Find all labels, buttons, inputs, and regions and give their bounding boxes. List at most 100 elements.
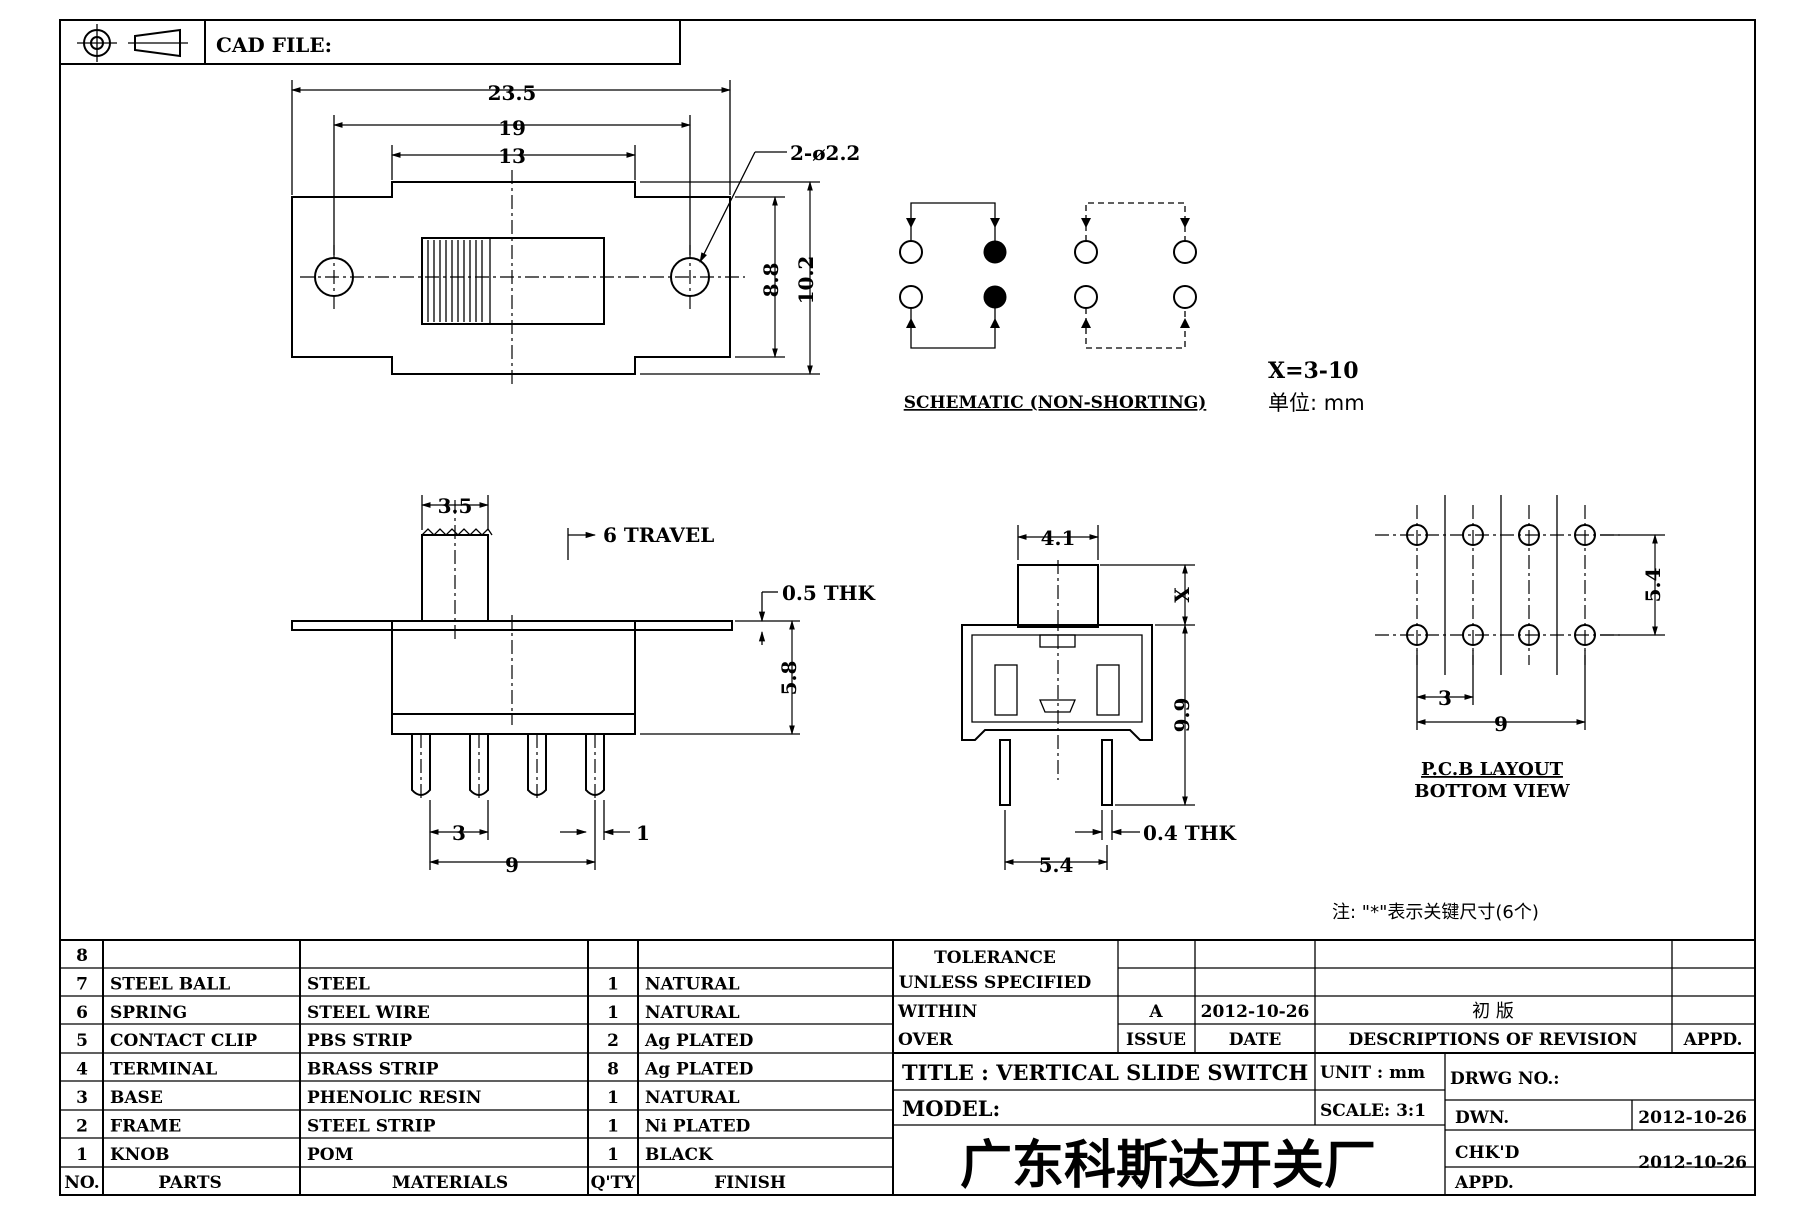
dim-hole-spacing: 19 [498, 116, 526, 140]
side-thickness: 0.5 THK [782, 581, 876, 605]
side-travel: 6 TRAVEL [603, 523, 714, 547]
bom-cell-part: FRAME [110, 1116, 181, 1136]
unless-specified-label: UNLESS SPECIFIED [899, 973, 1092, 993]
bom-cell-part: BASE [110, 1088, 163, 1108]
bom-header-materials: MATERIALS [392, 1173, 508, 1193]
bom-cell-part: TERMINAL [110, 1060, 217, 1080]
end-dim-span: 5.4 [1039, 853, 1074, 877]
drawn-date: 2012-10-26 [1638, 1108, 1747, 1128]
dim-overall-width: 23.5 [488, 81, 537, 105]
bom-cell-qty: 2 [607, 1031, 619, 1051]
bom-cell-qty: 1 [607, 1088, 619, 1108]
scale-field: SCALE: 3:1 [1320, 1101, 1426, 1121]
within-label: WITHIN [897, 1002, 977, 1022]
sheet-border [59, 19, 1756, 1196]
date-label: DATE [1229, 1030, 1282, 1050]
bom-cell-part: KNOB [110, 1145, 170, 1165]
bom-cell-finish: NATURAL [645, 1088, 740, 1108]
end-dim-knob: 4.1 [1041, 526, 1076, 550]
dim-body-width: 13 [498, 144, 526, 168]
bom-cell-material: STEEL [307, 974, 370, 994]
bom-cell-finish: Ag PLATED [644, 1031, 754, 1051]
bom-cell-qty: 8 [607, 1060, 619, 1080]
pcb-dim-pitch: 3 [1438, 686, 1452, 710]
projection-symbol-icon [77, 24, 188, 62]
bom-cell-finish: NATURAL [645, 1003, 740, 1023]
bom-cell-qty: 1 [607, 1116, 619, 1136]
unit-field: UNIT : mm [1320, 1063, 1425, 1083]
bom-cell-finish: Ag PLATED [644, 1060, 754, 1080]
issue-label: ISSUE [1126, 1030, 1186, 1050]
approved-label-2: APPD. [1454, 1173, 1514, 1193]
bom-cell-no: 5 [76, 1031, 88, 1051]
bom-cell-finish: BLACK [645, 1145, 714, 1165]
approved-label: APPD. [1683, 1030, 1743, 1050]
company-name: 广东科斯达开关厂 [960, 1136, 1376, 1196]
side-dim-span: 9 [505, 853, 519, 877]
pcb-pad [1406, 524, 1596, 646]
side-view: 3.5 6 TRAVEL 0.5 THK 5.8 3 1 9 [291, 494, 876, 877]
key-dimension-note: 注: "*"表示关键尺寸(6个) [1332, 902, 1539, 923]
dim-outer-height: 10.2 [794, 256, 818, 305]
end-dim-height: 9.9 [1170, 698, 1194, 733]
bom-cell-no: 7 [76, 974, 88, 994]
bom-cell-part: STEEL BALL [110, 974, 230, 994]
bom-cell-qty: 1 [607, 1145, 619, 1165]
bom-cell-finish: Ni PLATED [645, 1116, 751, 1136]
end-view: 4.1 X 9.9 0.4 THK 5.4 [961, 525, 1237, 877]
cad-header: CAD FILE: [59, 19, 681, 65]
bom-cell-material: PHENOLIC RESIN [307, 1088, 481, 1108]
schematic-label: SCHEMATIC (NON-SHORTING) [904, 393, 1207, 413]
drawing-number-label: DRWG NO.: [1450, 1069, 1560, 1089]
pcb-dim-span: 9 [1494, 712, 1508, 736]
end-dim-x: X [1170, 587, 1194, 603]
pcb-dim-row: 5.4 [1641, 568, 1665, 603]
checked-date: 2012-10-26 [1638, 1153, 1747, 1173]
cad-file-label: CAD FILE: [216, 33, 332, 57]
bom-cell-material: STEEL WIRE [307, 1003, 430, 1023]
bom-cell-material: BRASS STRIP [307, 1060, 439, 1080]
bom-cell-material: STEEL STRIP [307, 1116, 436, 1136]
drawn-label: DWN. [1455, 1108, 1509, 1128]
bom-cell-no: 8 [76, 946, 88, 966]
bom-header-qty: Q'TY [591, 1173, 637, 1193]
bom-header-finish: FINISH [714, 1173, 786, 1193]
x-range-note: X=3-10 [1268, 358, 1359, 384]
bom-cell-part: CONTACT CLIP [110, 1031, 257, 1051]
pcb-label: P.C.B LAYOUT [1421, 759, 1564, 780]
title-block: TOLERANCE UNLESS SPECIFIED WITHIN OVER A… [893, 940, 1755, 1196]
revision-description: 初 版 [1472, 1001, 1514, 1022]
bom-header-no: NO. [64, 1173, 99, 1193]
tolerance-label: TOLERANCE [934, 948, 1056, 968]
revision-issue: A [1148, 1002, 1163, 1022]
bom-cell-finish: NATURAL [645, 974, 740, 994]
checked-label: CHK'D [1455, 1143, 1520, 1163]
bom-cell-no: 3 [76, 1088, 88, 1108]
pcb-layout: 5.4 3 9 P.C.B LAYOUT BOTTOM VIEW [1375, 495, 1665, 802]
bom-cell-part: SPRING [110, 1003, 187, 1023]
descriptions-label: DESCRIPTIONS OF REVISION [1348, 1030, 1637, 1050]
side-dim-pin: 1 [636, 821, 650, 845]
pcb-view-label: BOTTOM VIEW [1414, 781, 1570, 802]
schematic: SCHEMATIC (NON-SHORTING) [899, 202, 1207, 413]
bom-cell-qty: 1 [607, 974, 619, 994]
top-view: 23.5 19 13 2-ø2.2 8.8 10.2 [291, 80, 860, 385]
unit-note: 单位: mm [1268, 391, 1365, 415]
bom-cell-material: PBS STRIP [307, 1031, 412, 1051]
side-dim-pitch: 3 [452, 821, 466, 845]
end-thickness: 0.4 THK [1143, 821, 1237, 845]
drawing-title: TITLE : VERTICAL SLIDE SWITCH [902, 1060, 1308, 1085]
bom-cell-no: 4 [76, 1060, 88, 1080]
bom-cell-no: 2 [76, 1116, 88, 1136]
knob-ridges [421, 237, 491, 325]
dim-inner-height: 8.8 [759, 263, 783, 298]
bom-header-parts: PARTS [158, 1173, 222, 1193]
bom-cell-material: POM [307, 1145, 354, 1165]
bom-cell-no: 6 [76, 1003, 88, 1023]
over-label: OVER [898, 1030, 954, 1050]
side-dim-knob: 3.5 [438, 494, 473, 518]
